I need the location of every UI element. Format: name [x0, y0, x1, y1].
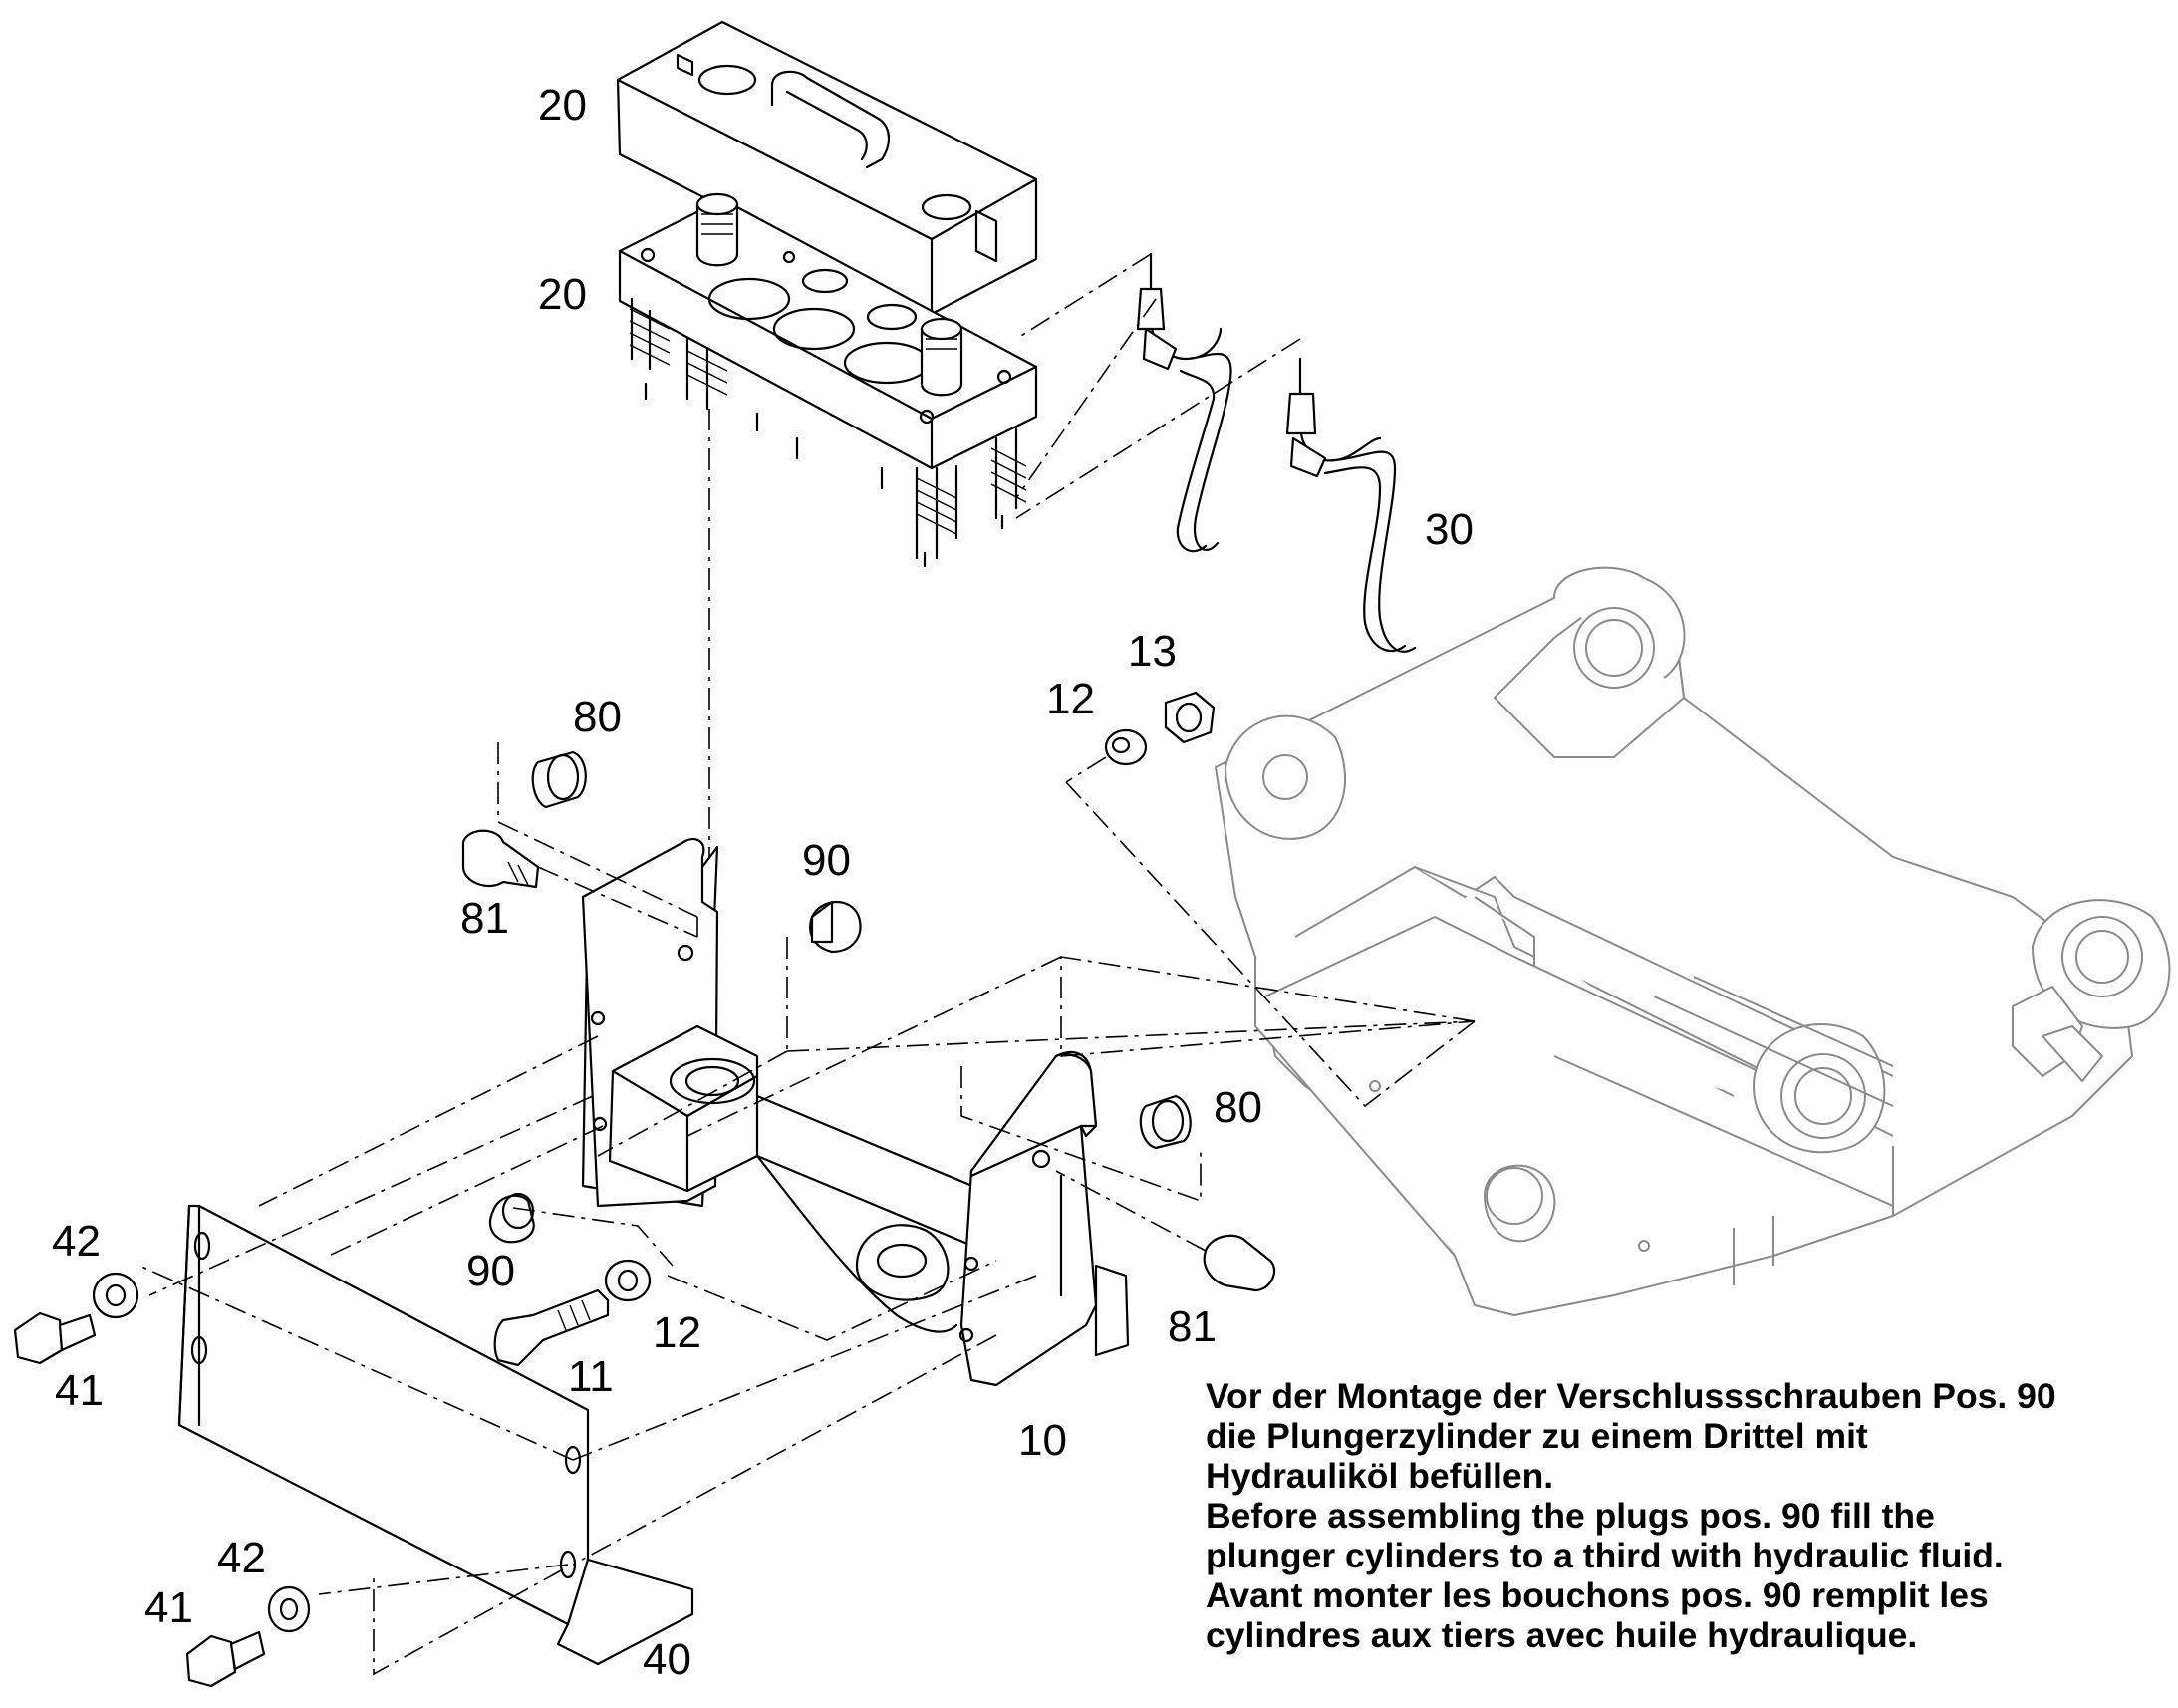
callout-10: 10: [1018, 1416, 1067, 1465]
quick-coupler-body: [1215, 566, 2171, 1316]
callout-90-top: 90: [802, 836, 851, 885]
note-line-en-1: Before assembling the plugs pos. 90 fill…: [1206, 1496, 1935, 1536]
note-line-fr-1: Avant monter les bouchons pos. 90 rempli…: [1206, 1575, 1989, 1615]
callout-13: 13: [1128, 627, 1177, 676]
assembly-instruction-note: Vor der Montage der Verschlussschrauben …: [1206, 1376, 2162, 1655]
part-callouts: 20 20 30 13 12 80 81 90 80 42 90 12 41 1…: [52, 81, 1474, 1684]
bracket-part-40: [177, 1204, 694, 1666]
callout-41-bottom: 41: [144, 1583, 193, 1632]
callout-12-top: 12: [1046, 675, 1095, 723]
callout-20-plate: 20: [538, 270, 587, 319]
callout-12-lower: 12: [653, 1308, 701, 1357]
callout-42-left: 42: [52, 1217, 101, 1266]
small-hardware: [13, 691, 1276, 1688]
assembly-lines: [138, 253, 1476, 1676]
callout-90-lower: 90: [466, 1247, 515, 1295]
callout-80-right: 80: [1214, 1083, 1262, 1132]
note-line-de-3: Hydrauliköl befüllen.: [1206, 1456, 1554, 1496]
valve-plate-part-20: [618, 192, 1038, 568]
note-line-de-2: die Plungerzylinder zu einem Drittel mit: [1206, 1416, 1868, 1456]
note-line-de-1: Vor der Montage der Verschlussschrauben …: [1206, 1376, 2056, 1416]
callout-42-bottom: 42: [217, 1534, 266, 1582]
main-assembly-part-10: [581, 838, 1130, 1387]
top-plate-part-20: [616, 20, 1038, 316]
note-line-fr-2: cylindres aux tiers avec huile hydrauliq…: [1206, 1615, 1918, 1655]
callout-30: 30: [1425, 505, 1474, 554]
note-line-en-2: plunger cylinders to a third with hydrau…: [1206, 1536, 2004, 1575]
callout-20-top: 20: [538, 81, 587, 130]
callout-81-right: 81: [1168, 1302, 1217, 1351]
callout-80-top: 80: [573, 693, 622, 741]
hydraulic-hoses-part-30: [1136, 252, 1417, 653]
callout-41-left: 41: [55, 1366, 104, 1415]
callout-81-top: 81: [460, 894, 509, 943]
callout-11: 11: [568, 1352, 614, 1401]
callout-40: 40: [643, 1635, 691, 1684]
